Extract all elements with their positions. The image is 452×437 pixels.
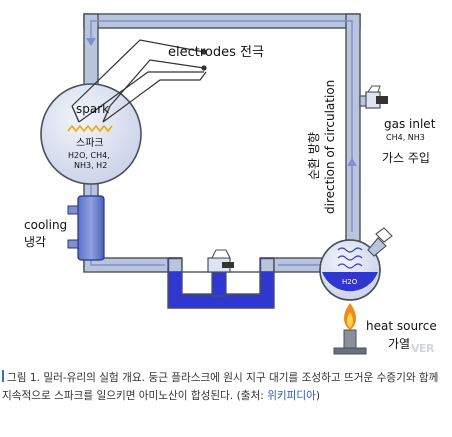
heat-source — [333, 303, 367, 355]
caption-text: 그림 1. 밀러-유리의 실험 개요. 둥근 플라스크에 원시 지구 대기를 조… — [2, 372, 439, 402]
cooling-label-ko: 냉각 — [24, 235, 46, 249]
steam-icon — [337, 247, 363, 269]
caption-accent-bar — [2, 370, 4, 382]
gas-inlet-label: gas inlet — [384, 117, 436, 131]
diagram-labels: electrodes 전극 spark 스파크 H2O, CH4, NH3, H… — [24, 45, 437, 351]
boiling-flask — [319, 227, 393, 301]
electrode-wires — [71, 39, 207, 123]
gas-inlet-formula: CH4, NH3 — [386, 133, 425, 142]
circulation-label: direction of circulation — [323, 80, 337, 214]
heat-source-label: heat source — [366, 319, 437, 333]
spark-label-ko: 스파크 — [76, 137, 104, 149]
flow-arrow-right-head — [347, 158, 357, 166]
condenser — [67, 195, 105, 261]
watermark: VER — [411, 342, 435, 355]
gas-inlet-label-ko: 가스 주입 — [382, 151, 430, 165]
water-label: H2O — [342, 278, 358, 286]
flow-arrow-top-head — [86, 38, 96, 46]
flask-contents-line1: H2O, CH4, — [68, 151, 110, 160]
spark-label: spark — [76, 102, 109, 116]
gas-inlet-valve-icon — [365, 85, 388, 109]
heat-source-label-ko: 가열 — [388, 337, 410, 351]
caption-source-link[interactable]: 위키피디아 — [267, 390, 316, 402]
trap-stopcock-icon — [207, 249, 234, 273]
spark-flask — [40, 83, 142, 185]
cooling-label: cooling — [24, 218, 67, 232]
flow-arrow-top — [90, 20, 353, 232]
burner-icon — [343, 329, 357, 349]
figure-caption: 그림 1. 밀러-유리의 실험 개요. 둥근 플라스크에 원시 지구 대기를 조… — [2, 369, 448, 405]
caption-text-end: ) — [315, 390, 321, 402]
flask-contents-line2: NH3, H2 — [74, 161, 107, 170]
spark-icon — [67, 124, 113, 133]
electrodes-label: electrodes 전극 — [168, 45, 264, 60]
circulation-label-ko: 순환 방향 — [307, 132, 321, 180]
